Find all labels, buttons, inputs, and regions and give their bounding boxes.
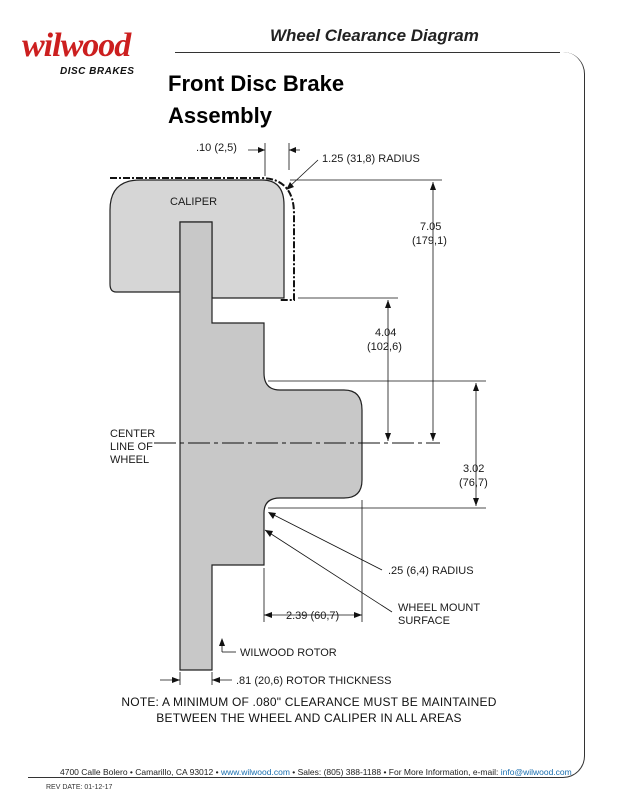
logo-tagline: DISC BRAKES xyxy=(60,66,135,77)
arrowhead xyxy=(473,383,479,391)
wilwood-rotor-label: WILWOOD ROTOR xyxy=(240,647,337,659)
arrowhead xyxy=(258,147,265,153)
leader-hub-radius xyxy=(269,512,383,571)
rev-date: REV DATE: 01-12-17 xyxy=(46,784,113,791)
arrowhead xyxy=(385,433,391,441)
document-title: Wheel Clearance Diagram xyxy=(270,26,479,45)
arrowhead xyxy=(354,612,362,618)
main-title: Front Disc Brake Assembly xyxy=(168,68,344,132)
footer-email-link[interactable]: info@wilwood.com xyxy=(500,767,572,777)
main-title-line-2: Assembly xyxy=(168,103,272,128)
page-frame xyxy=(28,52,585,778)
rotor-hub xyxy=(179,221,363,671)
center-line-label-1: CENTER xyxy=(110,428,155,440)
arrowhead xyxy=(430,433,436,441)
dim-705-value: 7.05 xyxy=(420,221,441,233)
dim-239-label: 2.39 (60,7) xyxy=(286,610,339,622)
dim-caliper-radius-label: 1.25 (31,8) RADIUS xyxy=(322,153,420,165)
arrowhead xyxy=(385,300,391,308)
note-line-2: BETWEEN THE WHEEL AND CALIPER IN ALL ARE… xyxy=(156,711,462,725)
dim-705-metric: (179,1) xyxy=(412,235,447,247)
dim-clearance-label: .10 (2,5) xyxy=(196,142,237,154)
wheel-mount-label-1: WHEEL MOUNT xyxy=(398,602,480,614)
wheel-mount-label-2: SURFACE xyxy=(398,615,450,627)
dim-404-value: 4.04 xyxy=(375,327,396,339)
arrowhead xyxy=(172,677,180,683)
main-title-line-1: Front Disc Brake xyxy=(168,71,345,96)
footer-contact: 4700 Calle Bolero • Camarillo, CA 93012 … xyxy=(60,767,572,777)
rotor-thickness-label: .81 (20,6) ROTOR THICKNESS xyxy=(236,675,391,687)
leader-wheel-mount xyxy=(264,529,393,613)
arrowhead xyxy=(268,512,276,519)
leader-caliper-radius xyxy=(287,159,319,189)
note-line-1: NOTE: A MINIMUM OF .080" CLEARANCE MUST … xyxy=(121,695,497,709)
dim-404-metric: (102,6) xyxy=(367,341,402,353)
footer-sales: • Sales: (805) 388-1188 • For More Infor… xyxy=(289,767,501,777)
footer-address: 4700 Calle Bolero • Camarillo, CA 93012 … xyxy=(60,767,221,777)
arrowhead xyxy=(473,498,479,506)
arrowhead xyxy=(219,638,225,646)
arrowhead xyxy=(286,182,294,190)
title-rule xyxy=(175,52,560,53)
arrowhead xyxy=(265,530,273,537)
arrowhead xyxy=(212,677,220,683)
caliper-body xyxy=(109,179,285,299)
arrowhead xyxy=(264,612,272,618)
dim-302-metric: (76,7) xyxy=(459,477,488,489)
dim-hub-radius-label: .25 (6,4) RADIUS xyxy=(388,565,474,577)
arrowhead xyxy=(289,147,296,153)
caliper-label: CALIPER xyxy=(170,196,217,208)
center-line-label-2: LINE OF xyxy=(110,441,153,453)
arrowhead xyxy=(430,182,436,190)
footer-website-link[interactable]: www.wilwood.com xyxy=(220,767,290,777)
dim-302-value: 3.02 xyxy=(463,463,484,475)
center-line-label-3: WHEEL xyxy=(110,454,149,466)
